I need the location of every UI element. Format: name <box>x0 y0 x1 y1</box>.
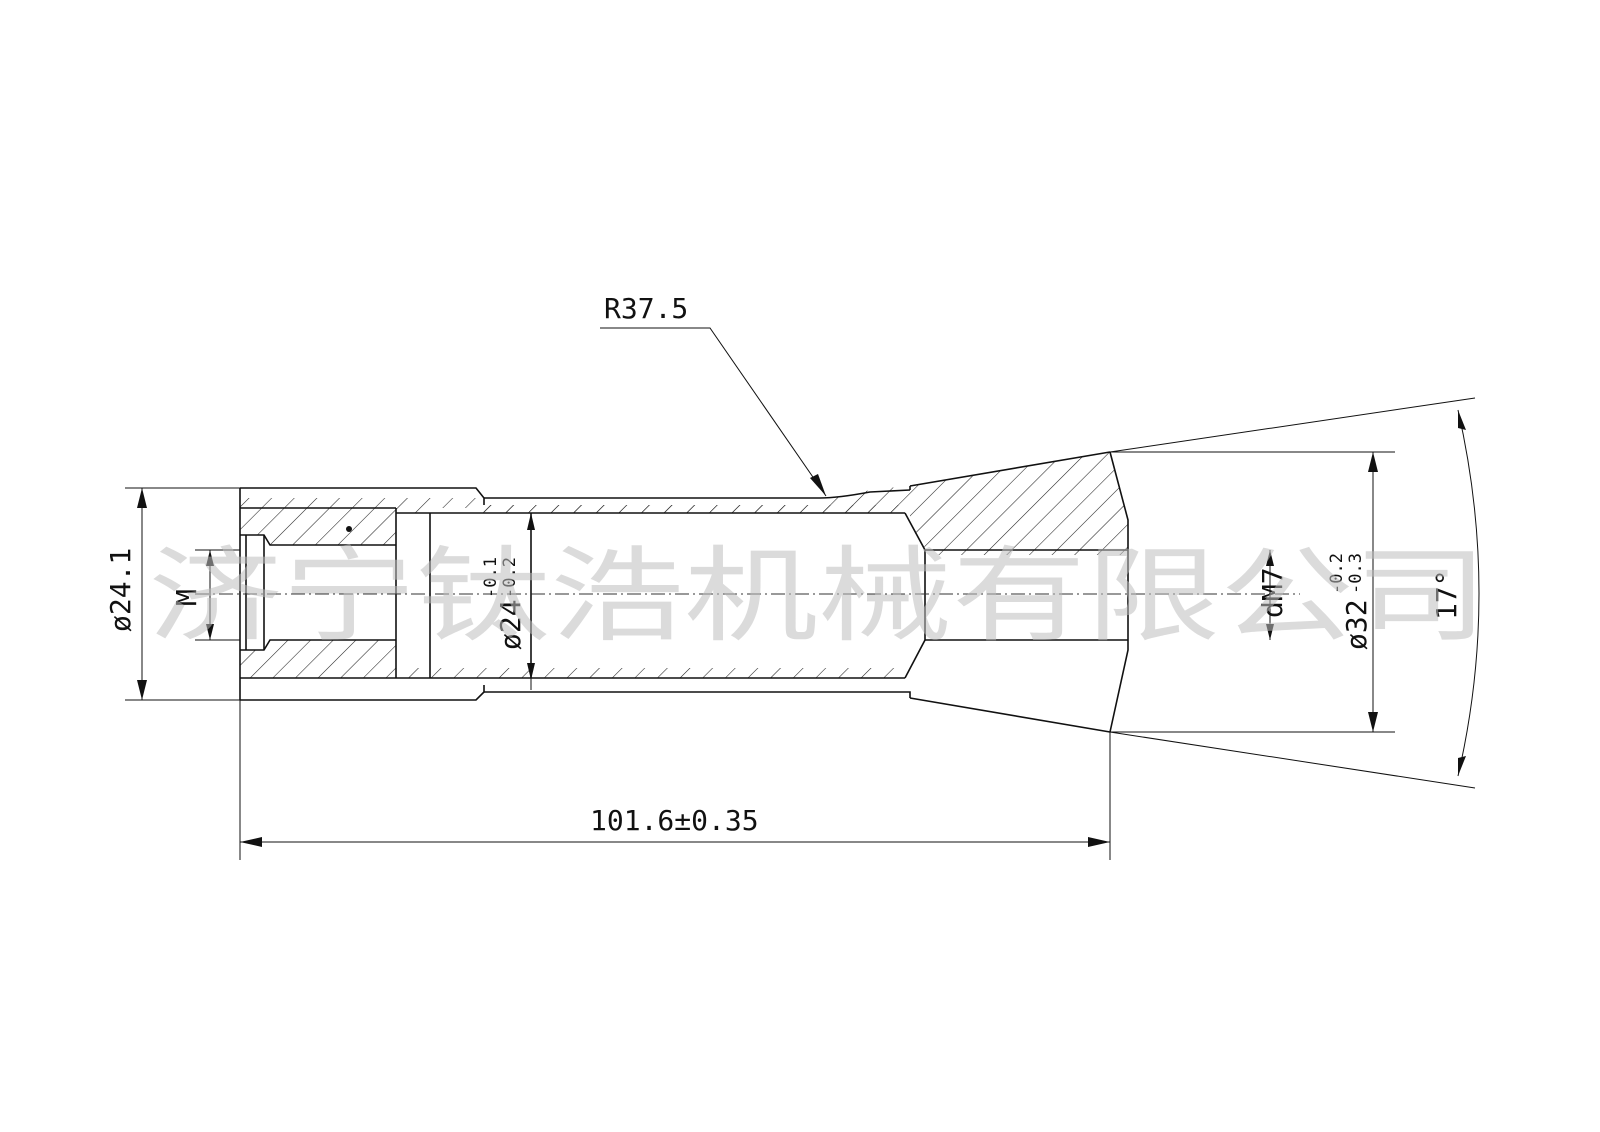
section-hatching <box>236 452 1128 678</box>
diameter-mid-dimension: ø24 -0.1 -0.2 <box>481 557 527 650</box>
length-label: 101.6±0.35 <box>590 804 759 837</box>
part-outline <box>239 451 1129 733</box>
diameter-right-tol-upper: -0.2 <box>1327 553 1347 594</box>
diameter-right-dimension: ø32 -0.2 -0.3 <box>1327 553 1373 650</box>
extension-lines <box>125 397 1476 860</box>
diameter-mid-label: ø24 <box>494 599 527 650</box>
diameter-mid-tol-lower: -0.2 <box>500 557 520 598</box>
angle-label: 17° <box>1430 569 1463 620</box>
dimension-lines <box>137 327 1480 847</box>
diameter-right-tol-lower: -0.3 <box>1346 553 1366 594</box>
bore-label: dM7 <box>1256 567 1289 618</box>
diameter-left-label: ø24.1 <box>104 548 137 632</box>
thread-label: M <box>170 589 203 606</box>
company-watermark: 济宁钛浩机械有限公司 <box>148 535 1488 657</box>
diameter-right-label: ø32 <box>1340 599 1373 650</box>
radius-label: R37.5 <box>604 292 688 325</box>
diameter-mid-tol-upper: -0.1 <box>481 557 501 598</box>
